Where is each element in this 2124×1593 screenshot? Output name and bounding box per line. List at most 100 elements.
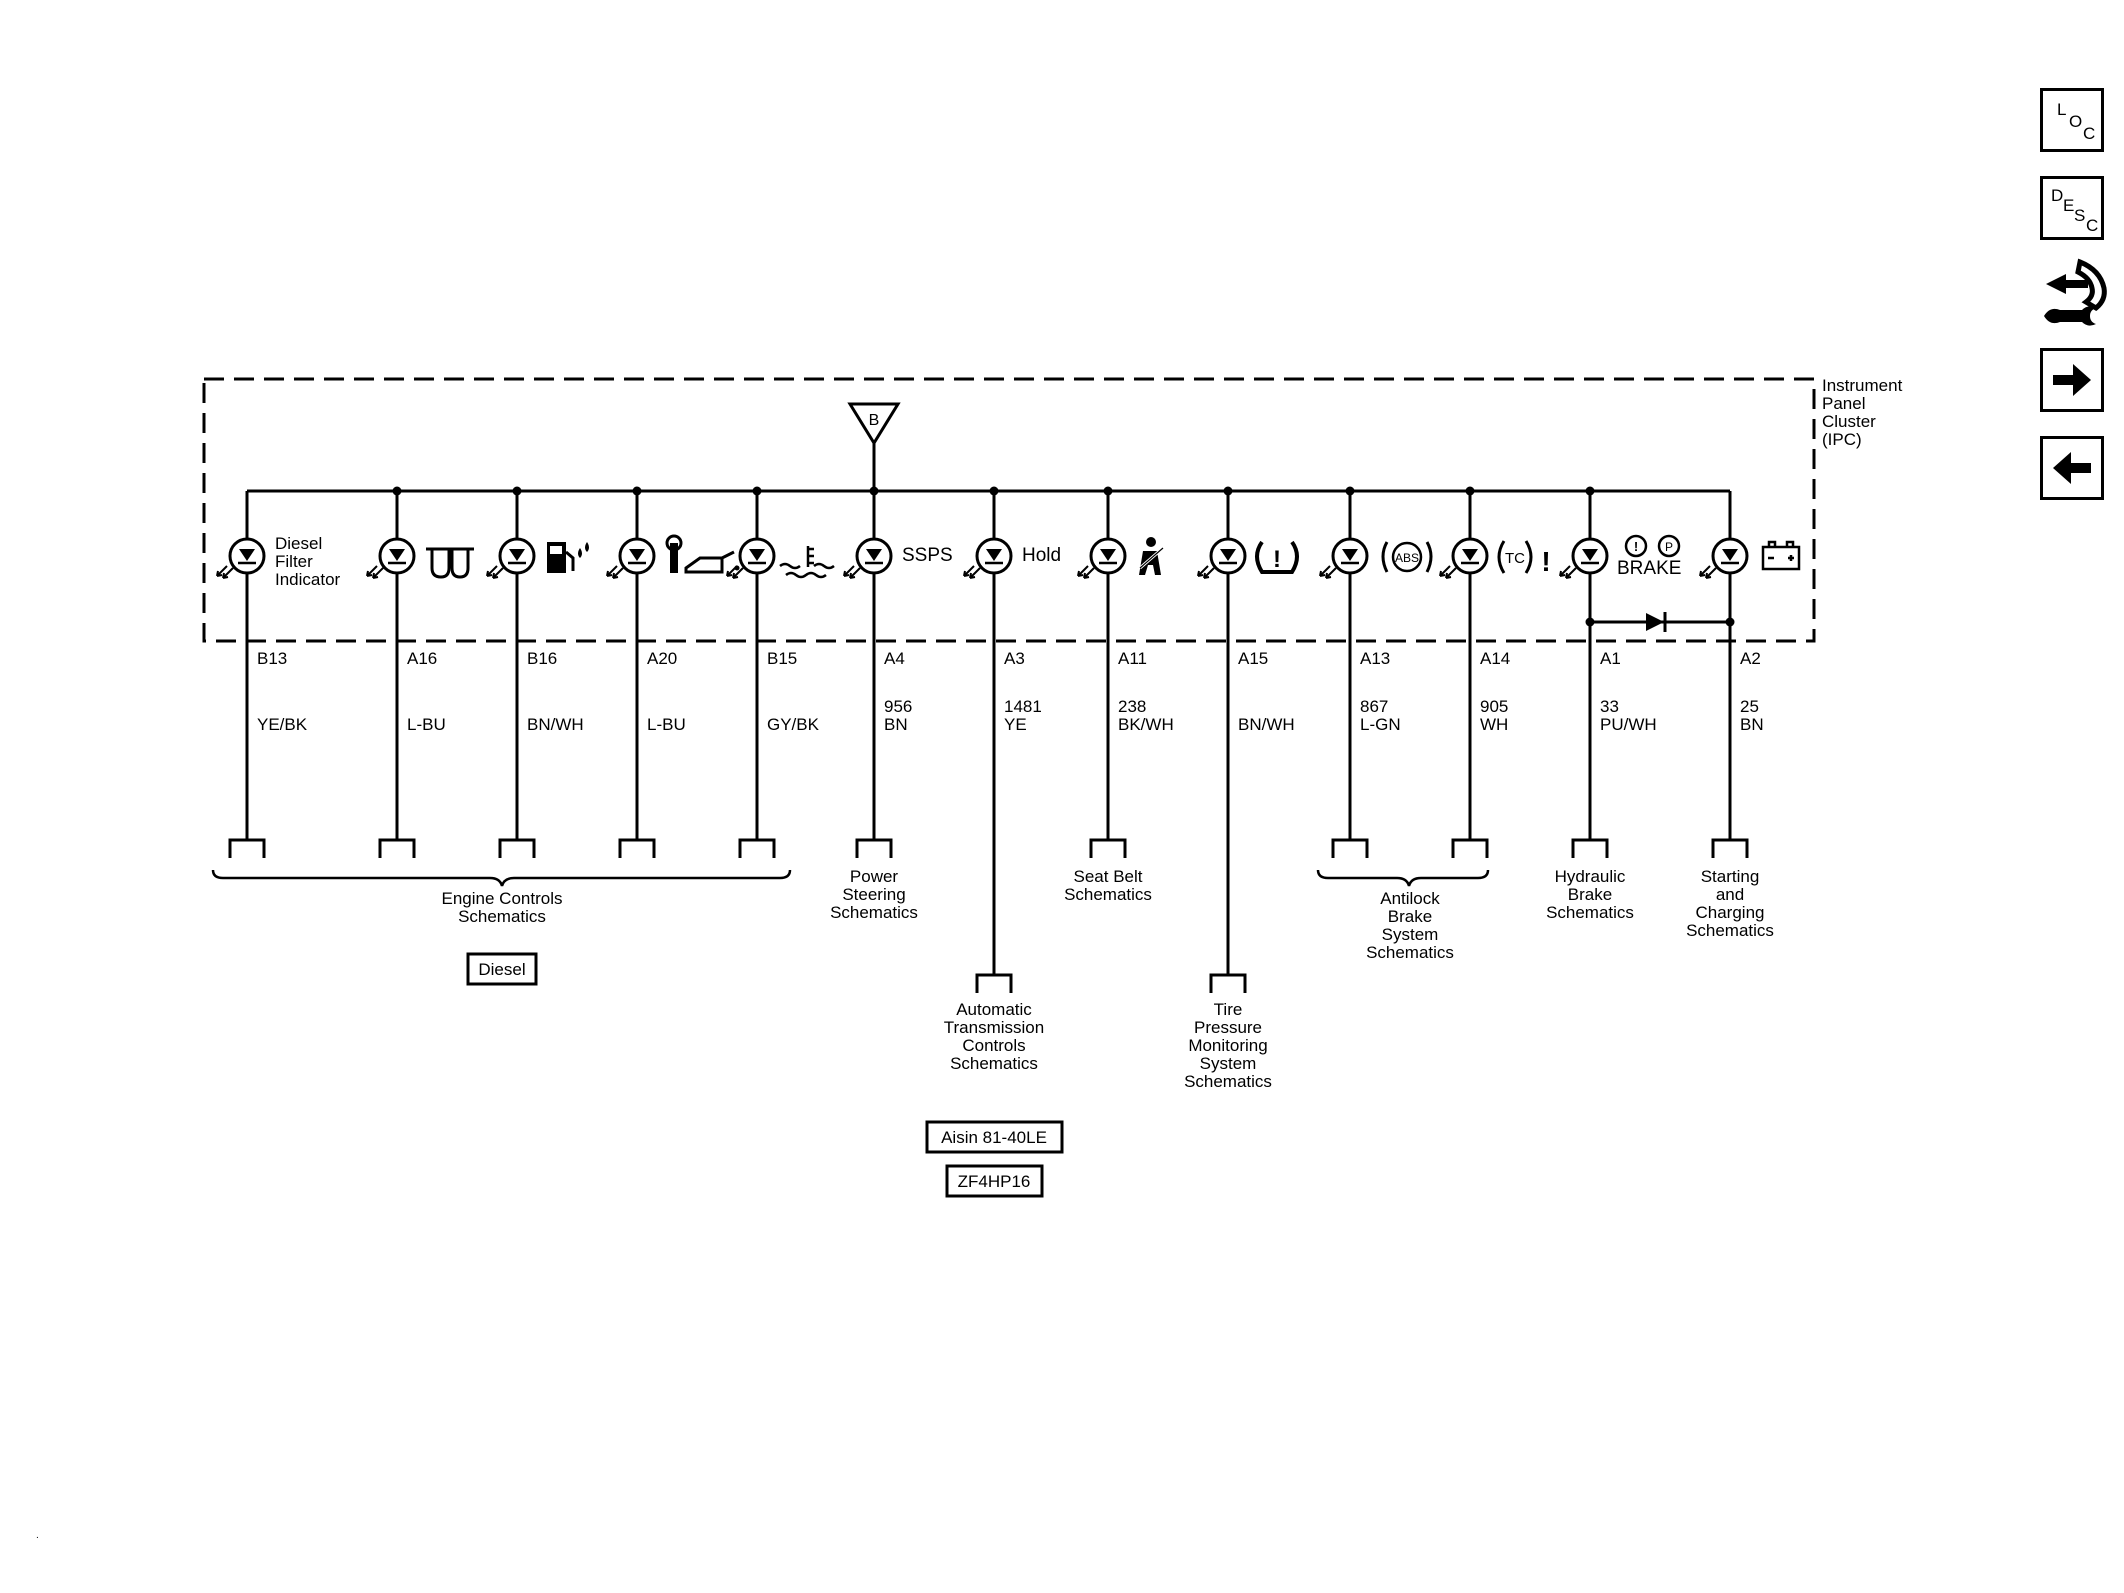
pin-label: A3 (1004, 649, 1025, 668)
loc-letter-l: L (2057, 100, 2067, 119)
location-button[interactable]: L O C (2040, 88, 2104, 152)
circuit-number: 956 (884, 697, 912, 716)
emit-arrow-2 (963, 565, 975, 577)
diesel-tag: Diesel (466, 952, 538, 986)
pin-label: A1 (1600, 649, 1621, 668)
emit-arrow-2 (606, 565, 618, 577)
tire-excl: ! (1273, 546, 1281, 573)
circuit-number: 1481 (1004, 697, 1042, 716)
desc-letter-c: C (2086, 216, 2099, 235)
brake-warning-icon: ! P BRAKE (1617, 534, 1681, 579)
wire-color: L-BU (647, 715, 686, 734)
diesel-filter-label-1: Diesel (275, 534, 322, 553)
emit-arrow-2 (486, 565, 498, 577)
emit-arrow-1 (1325, 567, 1337, 579)
reference-bracket (498, 838, 536, 858)
antilock-ref-4: Schematics (1366, 943, 1454, 962)
circuit-number: 25 (1740, 697, 1759, 716)
lamp-diode (749, 549, 765, 561)
pin-label: A2 (1740, 649, 1761, 668)
component-label-line-1: Instrument (1822, 376, 1903, 395)
reference-bracket (975, 973, 1013, 993)
desc-letter-d: D (2051, 186, 2064, 205)
engine-ref-1: Engine Controls (442, 889, 563, 908)
transmission-ref-1: Automatic (956, 1000, 1032, 1019)
abs-icon: ABS (1381, 541, 1433, 573)
lamp-diode (1220, 549, 1236, 561)
pin-label: A15 (1238, 649, 1268, 668)
ssps-label: SSPS (902, 545, 953, 566)
starting-ref-4: Schematics (1686, 921, 1774, 940)
connector-service-icon[interactable] (2040, 256, 2112, 332)
pin-label: B13 (257, 649, 287, 668)
lamp-diode (509, 549, 525, 561)
circuit-number: 867 (1360, 697, 1388, 716)
circuit-number: 33 (1600, 697, 1619, 716)
tire-ref-5: Schematics (1184, 1072, 1272, 1091)
description-button[interactable]: D E S C (2040, 176, 2104, 240)
next-page-button[interactable] (2040, 348, 2104, 412)
starting-ref-1: Starting (1701, 867, 1760, 886)
reference-bracket (1089, 838, 1127, 858)
antilock-ref-3: System (1382, 925, 1439, 944)
previous-page-button[interactable] (2040, 436, 2104, 500)
aisin-tag: Aisin 81-40LE (925, 1120, 1064, 1154)
emit-arrow-1 (849, 567, 861, 579)
lamp-diode (1100, 549, 1116, 561)
transmission-ref-2: Transmission (944, 1018, 1044, 1037)
antilock-ref-1: Antilock (1380, 889, 1440, 908)
lamp-diode (629, 549, 645, 561)
component-label: Instrument Panel Cluster (IPC) (1822, 376, 1903, 449)
lamp-diode (1462, 549, 1478, 561)
antilock-brace (1316, 869, 1490, 887)
glow-plug-icon (426, 547, 474, 579)
starting-ref-2: and (1716, 885, 1744, 904)
pin-label: A16 (407, 649, 437, 668)
tc-excl: ! (1541, 546, 1550, 577)
brake-excl: ! (1634, 539, 1638, 554)
component-label-line-3: Cluster (1822, 412, 1876, 431)
corner-mark: . (36, 1530, 39, 1541)
emit-arrow-1 (1445, 567, 1457, 579)
aisin-tag-text: Aisin 81-40LE (941, 1128, 1047, 1147)
engine-controls-brace (211, 869, 792, 887)
hydraulic-ref-2: Brake (1568, 885, 1612, 904)
tire-ref-2: Pressure (1194, 1018, 1262, 1037)
engine-ref-2: Schematics (458, 907, 546, 926)
pin-label: B15 (767, 649, 797, 668)
seat-belt-ref-2: Schematics (1064, 885, 1152, 904)
reference-bracket (1331, 838, 1369, 858)
reference-bracket (1209, 973, 1247, 993)
emit-arrow-1 (1705, 567, 1717, 579)
tire-ref-3: Monitoring (1188, 1036, 1267, 1055)
tire-ref-4: System (1200, 1054, 1257, 1073)
emit-arrow-2 (1439, 565, 1451, 577)
circuit-number: 905 (1480, 697, 1508, 716)
emit-arrow-1 (612, 567, 624, 579)
wire-color: L-BU (407, 715, 446, 734)
emit-arrow-1 (1083, 567, 1095, 579)
reference-bracket (618, 838, 656, 858)
emit-arrow-2 (843, 565, 855, 577)
emit-arrow-2 (366, 565, 378, 577)
pin-label: A14 (1480, 649, 1510, 668)
left-arrow-icon (2053, 452, 2091, 484)
reference-labels: Engine Controls Schematics Power Steerin… (442, 867, 1774, 1091)
emit-arrow-1 (1565, 567, 1577, 579)
loc-letter-c: C (2083, 124, 2096, 143)
emit-arrow-1 (372, 567, 384, 579)
diesel-filter-label-2: Filter (275, 552, 313, 571)
emit-arrow-2 (1197, 565, 1209, 577)
emit-arrow-2 (1559, 565, 1571, 577)
right-arrow-icon (2053, 364, 2091, 396)
